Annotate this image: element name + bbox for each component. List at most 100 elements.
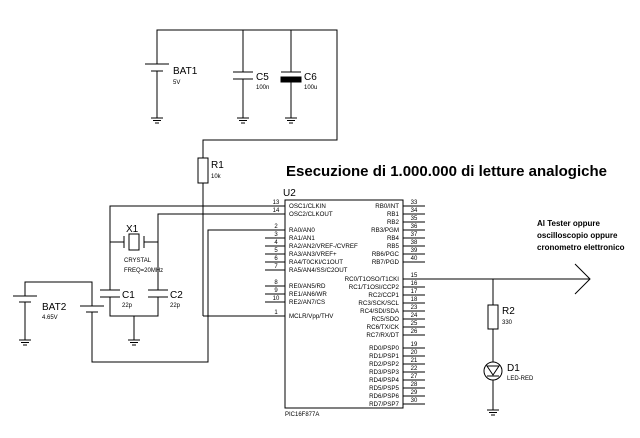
pin-name: RD1/PSP1	[369, 353, 399, 360]
c5-ref: C5	[256, 72, 269, 83]
pin-name: RB2	[387, 219, 400, 226]
pin-name: RC6/TX/CK	[367, 324, 400, 331]
pin-number: 24	[411, 313, 418, 319]
pin-name: RB4	[387, 235, 400, 242]
c2-value: 22p	[170, 303, 181, 309]
pin-number: 28	[411, 382, 418, 388]
note-line-3: cronometro elettronico	[537, 243, 625, 252]
pin-name: OSC2/CLKOUT	[289, 211, 333, 218]
pin-name: RA0/AN0	[289, 227, 315, 234]
capacitor-c5: C5 100n	[233, 71, 269, 124]
pin-number: 1	[274, 310, 278, 316]
u2-part: PIC16F877A	[285, 412, 319, 418]
note-line-1: Al Tester oppure	[537, 219, 601, 228]
pin-name: RE1/AN6/WR	[289, 291, 327, 298]
pin-number: 7	[274, 264, 278, 270]
pin-name: RB7/PGD	[372, 259, 400, 266]
ground-symbol	[284, 117, 298, 124]
pin-name: RA4/T0CKI/C1OUT	[289, 259, 343, 266]
pin-name: RA3/AN3/VREF+	[289, 251, 337, 258]
pin-number: 16	[411, 281, 418, 287]
pin-number: 30	[411, 398, 418, 404]
pin-number: 15	[411, 273, 418, 279]
pin-number: 14	[273, 208, 280, 214]
pin-number: 17	[411, 289, 418, 295]
battery-bat1: BAT1 5V	[145, 63, 198, 124]
ground-symbol	[18, 339, 32, 346]
pin-name: RD2/PSP2	[369, 361, 399, 368]
pin-number: 37	[411, 232, 418, 238]
pin-name: RB1	[387, 211, 400, 218]
r2-ref: R2	[502, 306, 515, 317]
pin-name: RD3/PSP3	[369, 369, 399, 376]
right-pin-group: 33RB0/INT34RB135RB236RB3/PGM37RB438RB539…	[345, 200, 425, 408]
pin-name: RD5/PSP5	[369, 385, 399, 392]
pin-number: 19	[411, 342, 418, 348]
c1-ref: C1	[122, 290, 135, 301]
pin-number: 21	[411, 358, 418, 364]
pin-number: 39	[411, 248, 418, 254]
pin-name: RC1/T1OSI/CCP2	[349, 284, 400, 291]
resistor-r2: R2 330	[487, 279, 515, 362]
diagram-title: Esecuzione di 1.000.000 di letture analo…	[286, 163, 607, 180]
pin-number: 33	[411, 200, 418, 206]
pin-name: RE0/AN5/RD	[289, 283, 326, 290]
pin-number: 8	[274, 280, 278, 286]
resistor-r1: R1 10k	[197, 157, 280, 317]
r2-value: 330	[502, 320, 513, 326]
note-line-2: oscilloscopio oppure	[537, 231, 618, 240]
pin-number: 3	[274, 232, 278, 238]
pin-number: 5	[274, 248, 278, 254]
pin-name: RB6/PGC	[372, 251, 400, 258]
pin-number: 35	[411, 216, 418, 222]
pin-number: 6	[274, 256, 278, 262]
pin-number: 40	[411, 256, 418, 262]
c6-ref: C6	[304, 72, 317, 83]
pin-name: RC4/SDI/SDA	[360, 308, 400, 315]
bat1-ref: BAT1	[173, 66, 198, 77]
x1-freq: FREQ=20MHz	[124, 268, 163, 274]
bat1-value: 5V	[173, 80, 180, 86]
pin-number: 29	[411, 390, 418, 396]
ground-symbol	[486, 409, 500, 416]
oscillator-network: X1 CRYSTAL FREQ=20MHz C1 22p C2 22p	[100, 205, 280, 346]
u2-ref: U2	[283, 188, 296, 199]
pin-name: RD6/PSP6	[369, 393, 399, 400]
x1-value: CRYSTAL	[124, 258, 152, 264]
d1-ref: D1	[507, 363, 520, 374]
pin-name: RC0/T1OSO/T1CKI	[345, 276, 400, 283]
pin-number: 13	[273, 200, 280, 206]
pin-number: 2	[274, 224, 278, 230]
pin-name: OSC1/CLKIN	[289, 203, 326, 210]
pin-number: 25	[411, 321, 418, 327]
pin-number: 38	[411, 240, 418, 246]
pin-number: 18	[411, 297, 418, 303]
pin-name: RA2/AN2/VREF-/CVREF	[289, 243, 358, 250]
pin-number: 26	[411, 329, 418, 335]
pin-number: 34	[411, 208, 418, 214]
pin-name: RA1/AN1	[289, 235, 315, 242]
pin-name: RD4/PSP4	[369, 377, 399, 384]
x1-ref: X1	[126, 224, 139, 235]
ground-symbol	[236, 117, 250, 124]
bat2-value: 4.65V	[42, 315, 58, 321]
